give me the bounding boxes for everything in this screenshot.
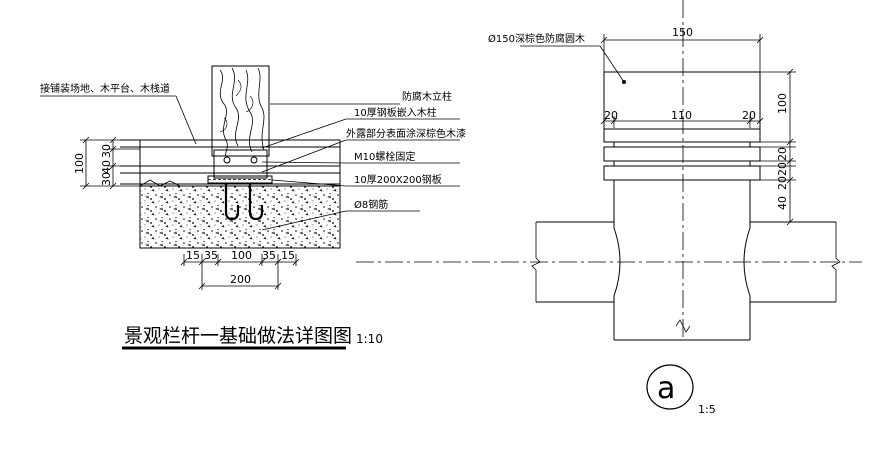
label-paint: 外露部分表面涂深棕色木漆 — [346, 127, 466, 140]
dim-right-20-left: 20 — [604, 109, 618, 122]
dim-left-30-bottom: 30 — [100, 172, 113, 186]
dim-right-v-40: 40 — [776, 196, 789, 210]
left-vertical-dimensions — [80, 136, 140, 190]
dim-right-110: 110 — [671, 109, 692, 122]
label-paving: 接铺装场地、木平台、木栈道 — [40, 82, 170, 95]
dim-h-100: 100 — [231, 249, 252, 262]
left-detail-title: 景观栏杆一基础做法详图图 — [124, 325, 352, 347]
bolt-hole-right — [250, 156, 258, 164]
dim-right-20-right: 20 — [742, 109, 756, 122]
dim-h-15-left: 15 — [186, 249, 200, 262]
dim-right-v-100: 100 — [776, 93, 789, 114]
paving-layers — [120, 139, 341, 187]
label-bolt: M10螺栓固定 — [354, 150, 415, 163]
dim-right-v-20a: 20 — [776, 147, 789, 161]
label-steel-embed: 10厚钢板嵌入木柱 — [354, 106, 437, 119]
label-post: 防腐木立柱 — [402, 90, 452, 103]
right-elevation-detail — [356, 0, 862, 410]
left-leader-lines — [40, 95, 460, 231]
ring-lower — [603, 165, 761, 181]
dim-h-15-right: 15 — [281, 249, 295, 262]
round-log-post — [603, 71, 761, 143]
dim-left-40: 40 — [100, 160, 113, 174]
callout-letter: a — [657, 371, 675, 406]
left-detail-scale: 1:10 — [356, 332, 383, 346]
dim-left-total-height: 100 — [73, 153, 86, 174]
label-round-log: Ø150深棕色防腐圆木 — [488, 32, 585, 45]
right-vertical-dimensions — [760, 68, 796, 226]
concrete-base — [139, 185, 341, 249]
rail-left — [536, 221, 614, 303]
left-foundation-detail — [40, 65, 460, 350]
right-inner-dimension — [600, 116, 764, 128]
bolt-hole-left — [223, 156, 231, 164]
dim-h-35-right: 35 — [262, 249, 276, 262]
dim-h-35-left: 35 — [204, 249, 218, 262]
dim-right-150: 150 — [672, 26, 693, 39]
embedded-steel-plate — [213, 149, 268, 179]
ring-upper — [603, 146, 761, 162]
dim-right-v-20c: 20 — [776, 176, 789, 190]
dim-left-30-top: 30 — [100, 144, 113, 158]
right-detail-scale: 1:5 — [698, 403, 716, 416]
dim-h-200: 200 — [230, 273, 251, 286]
dim-right-v-20b: 20 — [776, 162, 789, 176]
rebar-hooks — [224, 183, 264, 221]
label-rebar: Ø8钢筋 — [354, 198, 388, 211]
wooden-post — [211, 65, 270, 157]
label-steel-plate: 10厚200X200钢板 — [354, 173, 442, 186]
left-horizontal-dimensions — [180, 254, 300, 290]
right-top-dimension — [600, 34, 764, 72]
callout-circle — [646, 364, 694, 410]
